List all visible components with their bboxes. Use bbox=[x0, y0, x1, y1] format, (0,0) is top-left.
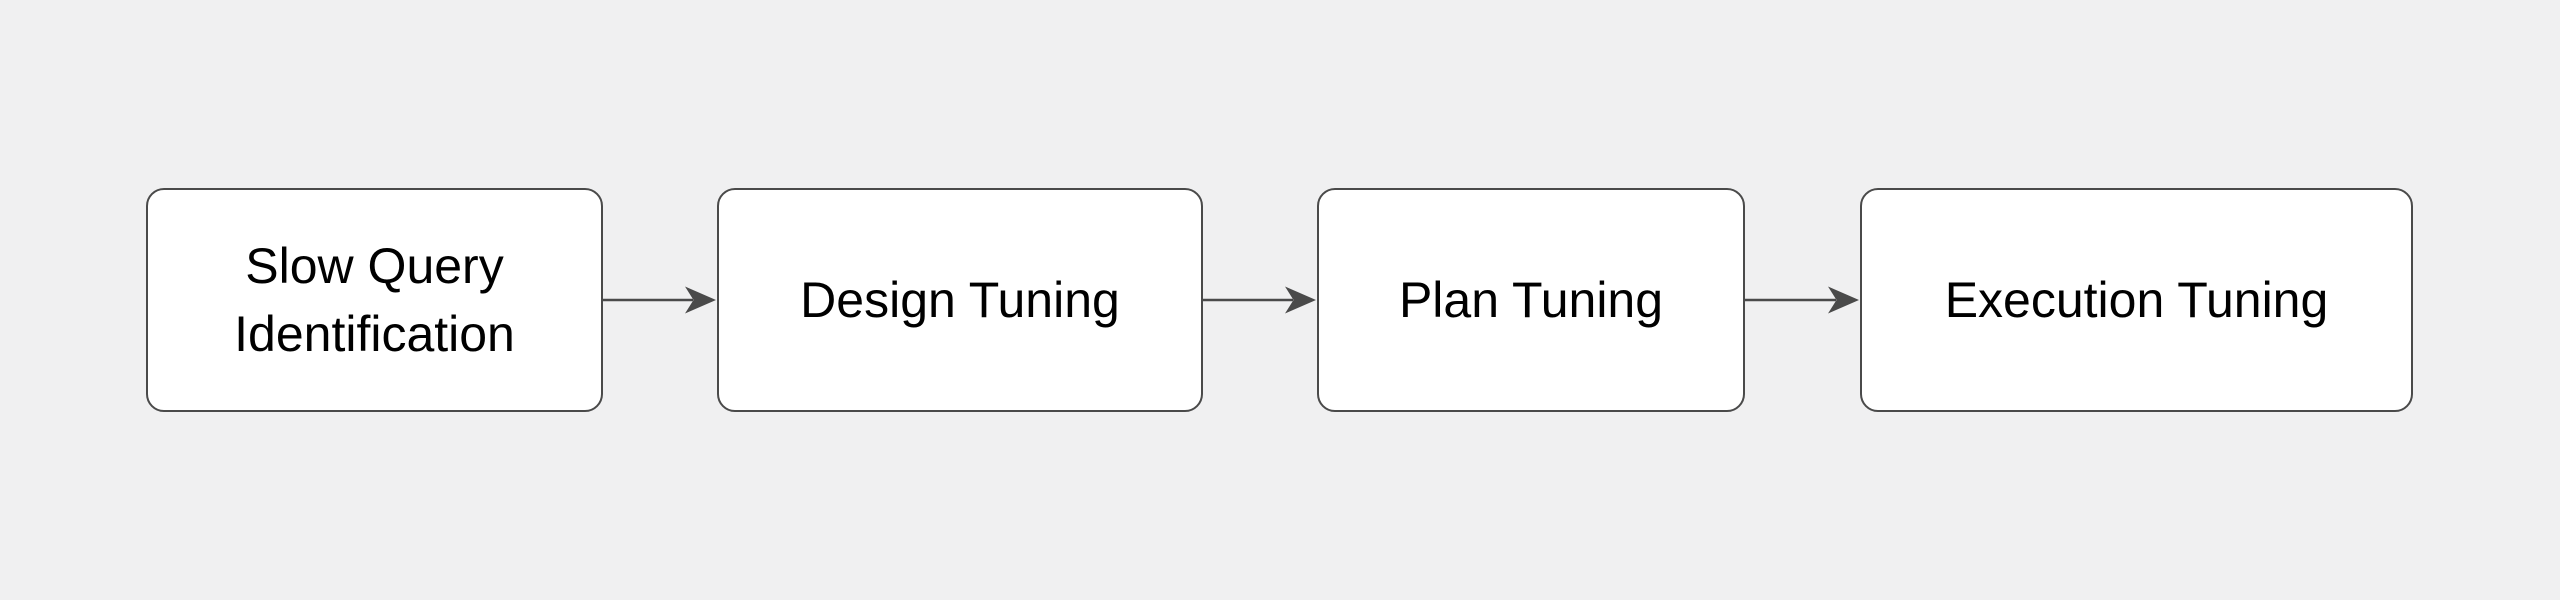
flow-arrow-right-icon bbox=[603, 286, 716, 314]
flow-arrow-right-icon bbox=[1203, 286, 1316, 314]
flow-node-slow-query-identification: Slow Query Identification bbox=[146, 188, 603, 412]
flow-node-label: Design Tuning bbox=[800, 272, 1120, 328]
flow-node-label: Execution Tuning bbox=[1944, 272, 2329, 328]
flow-node-plan-tuning: Plan Tuning bbox=[1317, 188, 1745, 412]
flow-arrow-right-icon bbox=[1745, 286, 1859, 314]
flow-node-execution-tuning: Execution Tuning bbox=[1860, 188, 2413, 412]
flow-node-design-tuning: Design Tuning bbox=[717, 188, 1203, 412]
flow-node-label: Plan Tuning bbox=[1398, 272, 1664, 328]
flow-node-label: Slow Query Identification bbox=[234, 238, 515, 362]
